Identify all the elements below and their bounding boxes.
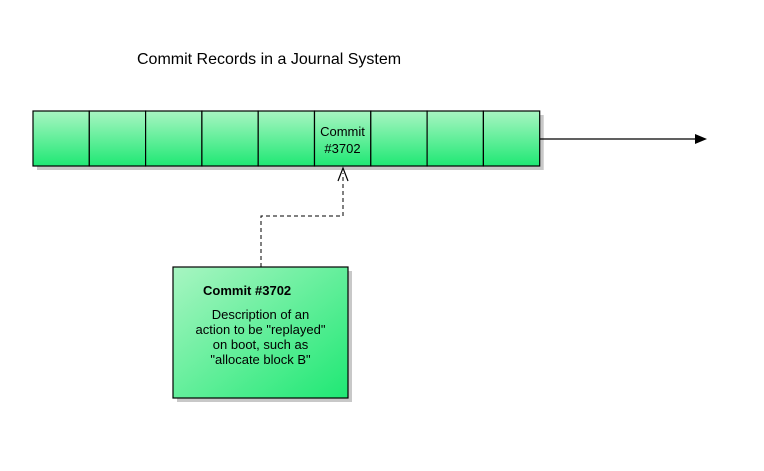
commit-record-label-line-1: Commit — [320, 124, 365, 139]
journal-records — [32, 110, 544, 170]
journal-record-cell — [426, 110, 485, 167]
note-line-4: "allocate block B" — [210, 352, 311, 367]
journal-record-cell — [32, 110, 90, 167]
commit-note: Commit #3702 Description of an action to… — [173, 267, 348, 398]
journal-record-cell — [145, 110, 203, 167]
journal-record-cell — [88, 110, 147, 167]
journal-record-cell — [201, 110, 259, 167]
commit-record-cell — [313, 110, 372, 167]
note-line-1: Description of an — [211, 307, 310, 322]
journal-record-cell — [370, 110, 428, 167]
journal-arrow-head — [695, 134, 707, 144]
note-title: Commit #3702 — [203, 283, 292, 298]
note-line-2: action to be "replayed" — [195, 322, 326, 337]
connector-arrowhead — [337, 166, 349, 182]
commit-record-label-line-2: #3702 — [324, 141, 361, 156]
connector-dashed — [260, 173, 344, 267]
commit-record-label: Commit #3702 — [315, 123, 370, 157]
note-line-3: on boot, such as — [212, 337, 309, 352]
diagram-title: Commit Records in a Journal System — [137, 51, 402, 68]
note-box — [172, 266, 349, 399]
note-body: Description of an action to be "replayed… — [175, 307, 346, 367]
journal-record-cell — [257, 110, 316, 167]
journal-record-cell — [482, 110, 541, 167]
